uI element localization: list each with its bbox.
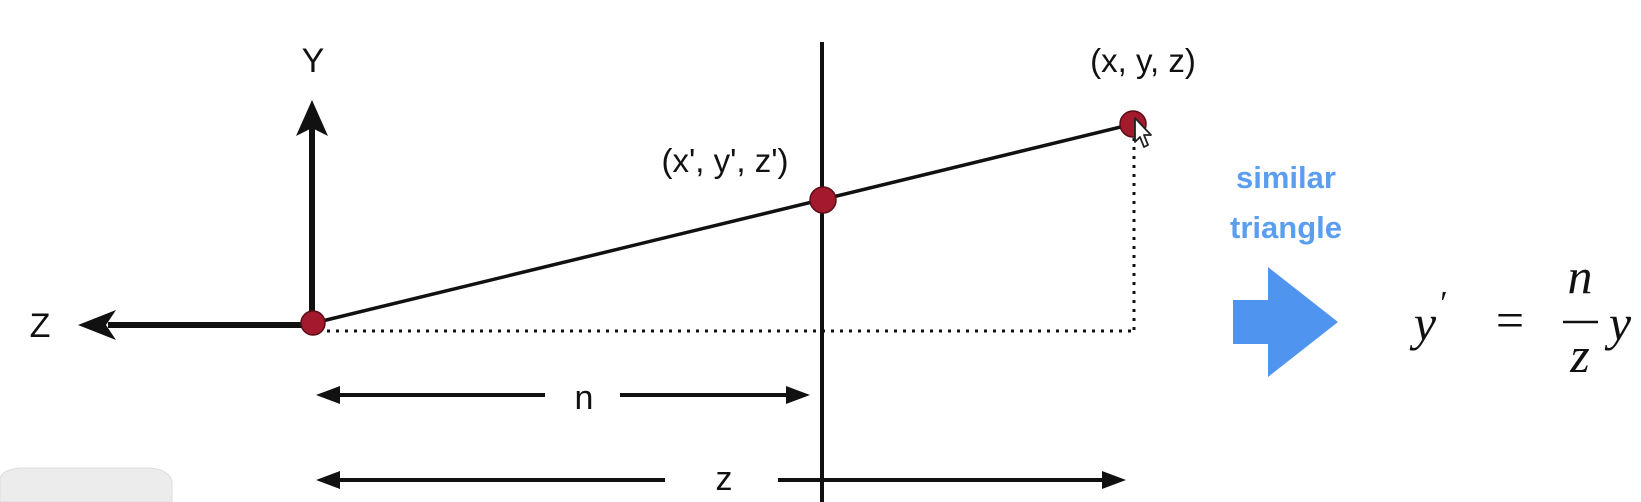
projected-point — [809, 186, 837, 214]
z-axis-label: Z — [30, 307, 51, 345]
depth-dimension-label: z — [716, 460, 733, 498]
equation-numerator: n — [1568, 248, 1593, 304]
projection-equation: y ′ = n z y — [1409, 248, 1632, 383]
equation-denominator: z — [1569, 327, 1589, 383]
annotation-line-1: similar — [1236, 160, 1336, 195]
depth-dimension-left-arrowhead — [316, 471, 340, 489]
annotation-line-2: triangle — [1230, 210, 1342, 245]
background-corner-shape — [0, 467, 173, 502]
y-axis-label: Y — [302, 42, 325, 80]
mouse-cursor-icon — [1134, 117, 1152, 148]
equation-lhs: y — [1409, 295, 1437, 351]
projected-point-label: (x', y', z') — [661, 142, 788, 179]
z-axis-arrowhead — [78, 310, 116, 340]
original-point-label: (x, y, z) — [1090, 42, 1196, 79]
right-arrow-icon — [1233, 267, 1338, 377]
depth-dimension-right-arrowhead — [1102, 471, 1126, 489]
near-dimension-left-arrowhead — [316, 386, 340, 404]
projection-ray — [313, 122, 1134, 325]
equation-prime: ′ — [1440, 285, 1447, 322]
y-axis-arrowhead — [296, 100, 328, 136]
origin-point — [300, 310, 326, 336]
near-dimension-label: n — [575, 379, 594, 417]
equation-rhs: y — [1604, 295, 1632, 351]
equation-equals: = — [1496, 292, 1524, 348]
near-dimension-right-arrowhead — [786, 386, 810, 404]
